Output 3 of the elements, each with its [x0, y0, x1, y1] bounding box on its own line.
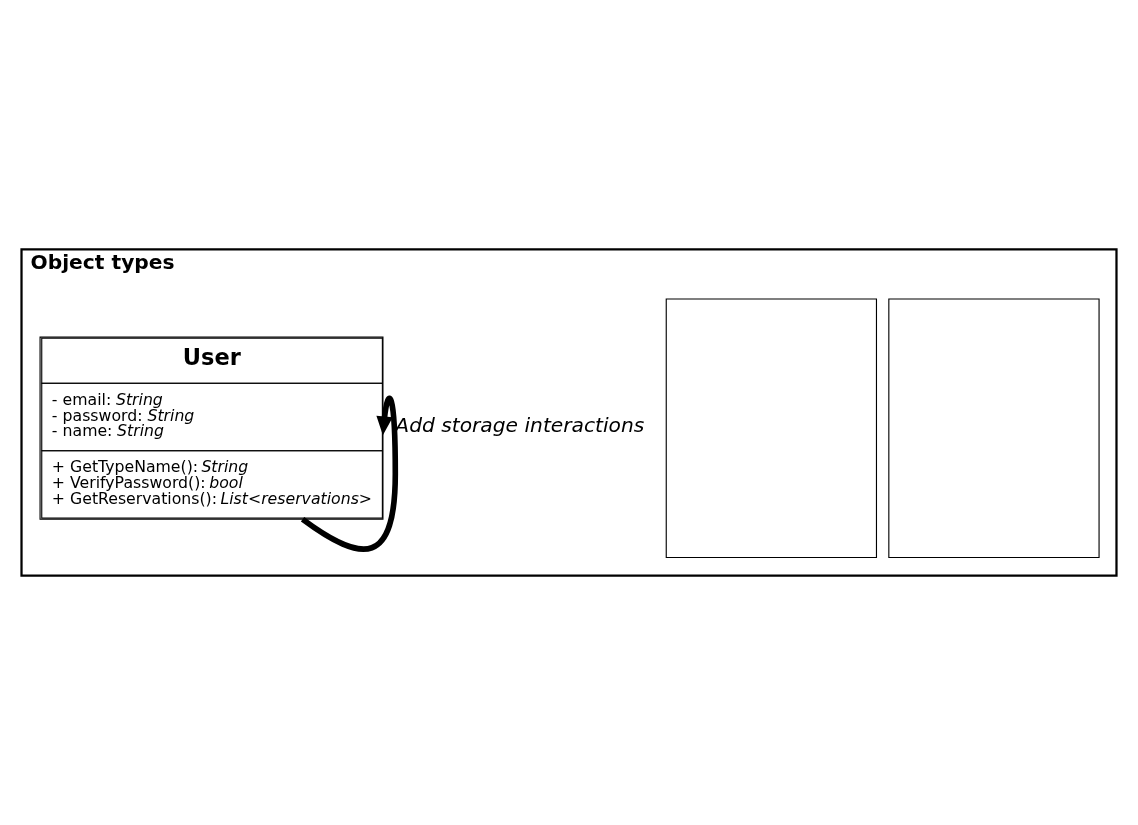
- node-box: [665, 298, 878, 559]
- edge-label: Add storage interactions: [395, 413, 645, 438]
- node-box: [888, 298, 1100, 559]
